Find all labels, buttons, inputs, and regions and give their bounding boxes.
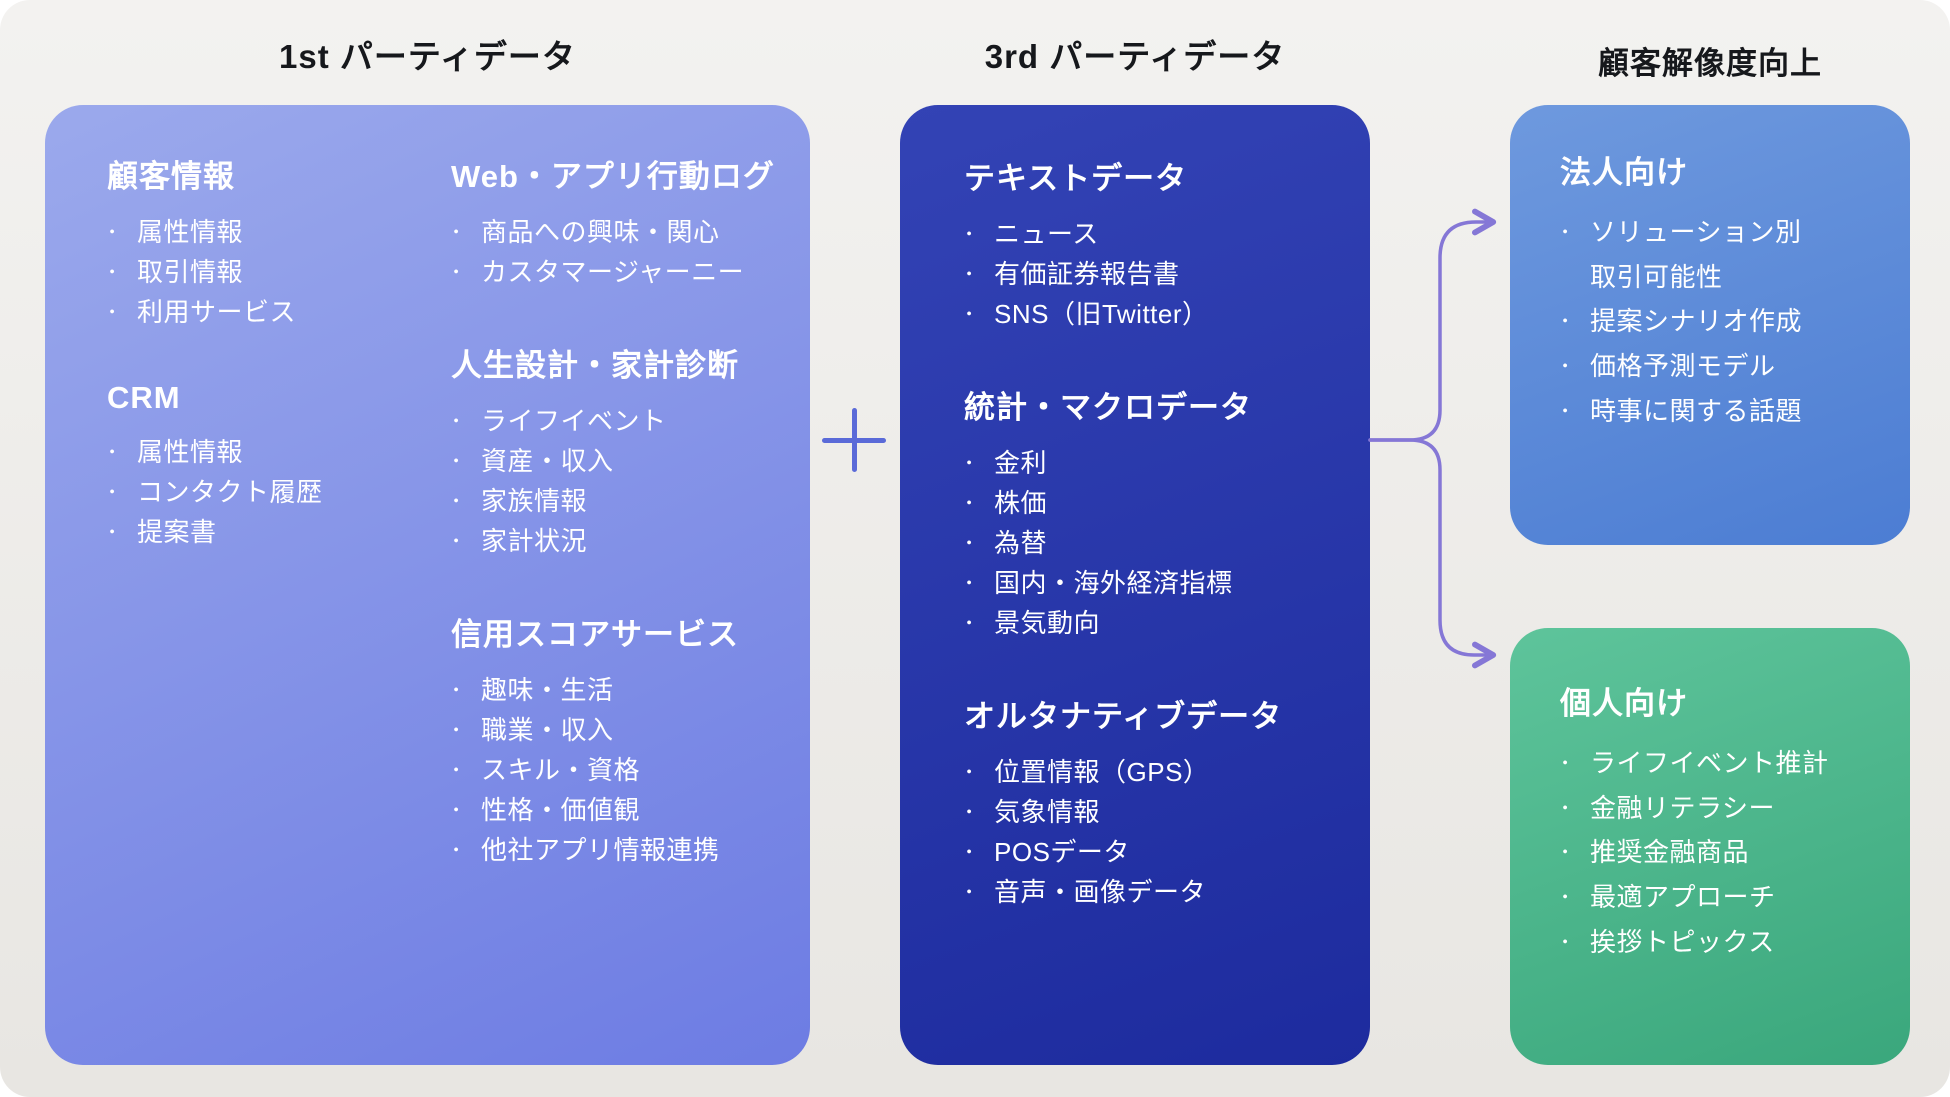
list-item: 趣味・生活 bbox=[451, 670, 776, 710]
list-item: 金融リテラシー bbox=[1560, 786, 1882, 831]
list-item: ライフイベント推計 bbox=[1560, 741, 1882, 786]
list-item: カスタマージャーニー bbox=[451, 252, 776, 292]
list-item: 提案シナリオ作成 bbox=[1560, 299, 1882, 344]
list-item: 音声・画像データ bbox=[964, 872, 1344, 912]
section-items: 金利 株価 為替 国内・海外経済指標 景気動向 bbox=[964, 443, 1344, 643]
section-stats-macro: 統計・マクロデータ 金利 株価 為替 国内・海外経済指標 景気動向 bbox=[964, 382, 1344, 643]
list-item: 位置情報（GPS） bbox=[964, 752, 1344, 792]
section-items: ライフイベント 資産・収入 家族情報 家計状況 bbox=[451, 401, 776, 561]
list-item: 属性情報 bbox=[107, 432, 399, 472]
list-item: 性格・価値観 bbox=[451, 790, 776, 830]
section-items: ソリューション別 取引可能性 提案シナリオ作成 価格予測モデル 時事に関する話題 bbox=[1560, 210, 1882, 434]
section-heading: CRM bbox=[107, 380, 181, 416]
list-item: 提案書 bbox=[107, 512, 399, 552]
section-heading: 信用スコアサービス bbox=[451, 617, 739, 653]
plus-icon bbox=[822, 408, 886, 472]
list-item: 他社アプリ情報連携 bbox=[451, 830, 776, 870]
section-corporate: 法人向け ソリューション別 取引可能性 提案シナリオ作成 価格予測モデル 時事に… bbox=[1560, 147, 1882, 434]
corporate-panel: 法人向け ソリューション別 取引可能性 提案シナリオ作成 価格予測モデル 時事に… bbox=[1510, 105, 1910, 545]
list-item: 価格予測モデル bbox=[1560, 344, 1882, 389]
list-item: 家計状況 bbox=[451, 521, 776, 561]
section-items: ニュース 有価証券報告書 SNS（旧Twitter） bbox=[964, 214, 1344, 334]
section-text-data: テキストデータ ニュース 有価証券報告書 SNS（旧Twitter） bbox=[964, 153, 1344, 334]
plus-vertical-bar bbox=[852, 408, 857, 472]
list-item: ニュース bbox=[964, 214, 1344, 254]
section-heading: オルタナティブデータ bbox=[964, 699, 1283, 735]
third-party-title: 3rd パーティデータ bbox=[984, 38, 1286, 75]
list-item: 景気動向 bbox=[964, 603, 1344, 643]
section-crm: CRM 属性情報 コンタクト履歴 提案書 bbox=[107, 380, 399, 552]
first-party-column-1: 顧客情報 属性情報 取引情報 利用サービス CRM 属性情報 コンタクト履歴 提… bbox=[107, 151, 399, 1065]
section-heading: テキストデータ bbox=[964, 161, 1188, 196]
list-item: 利用サービス bbox=[107, 292, 399, 332]
section-items: 属性情報 取引情報 利用サービス bbox=[107, 212, 399, 332]
list-item: ソリューション別 取引可能性 bbox=[1560, 210, 1882, 299]
list-item: 有価証券報告書 bbox=[964, 254, 1344, 294]
list-item: ライフイベント bbox=[451, 401, 776, 441]
personal-panel: 個人向け ライフイベント推計 金融リテラシー 推奨金融商品 最適アプローチ 挨拶… bbox=[1510, 628, 1910, 1065]
list-item: コンタクト履歴 bbox=[107, 472, 399, 512]
list-item: POSデータ bbox=[964, 832, 1344, 872]
list-item: 株価 bbox=[964, 483, 1344, 523]
arrow-to-personal bbox=[1368, 438, 1497, 669]
outcome-title: 顧客解像度向上 bbox=[1598, 46, 1822, 81]
list-item: 為替 bbox=[964, 523, 1344, 563]
first-party-panel: 顧客情報 属性情報 取引情報 利用サービス CRM 属性情報 コンタクト履歴 提… bbox=[45, 105, 810, 1065]
section-alternative-data: オルタナティブデータ 位置情報（GPS） 気象情報 POSデータ 音声・画像デー… bbox=[964, 691, 1344, 912]
list-item: 取引情報 bbox=[107, 252, 399, 292]
section-items: 位置情報（GPS） 気象情報 POSデータ 音声・画像データ bbox=[964, 752, 1344, 912]
section-credit-score: 信用スコアサービス 趣味・生活 職業・収入 スキル・資格 性格・価値観 他社アプ… bbox=[451, 609, 776, 870]
section-heading: Web・アプリ行動ログ bbox=[451, 159, 775, 194]
section-life-plan: 人生設計・家計診断 ライフイベント 資産・収入 家族情報 家計状況 bbox=[451, 340, 776, 561]
list-item: 属性情報 bbox=[107, 212, 399, 252]
list-item: 時事に関する話題 bbox=[1560, 389, 1882, 434]
third-party-panel: テキストデータ ニュース 有価証券報告書 SNS（旧Twitter） 統計・マク… bbox=[900, 105, 1370, 1065]
list-item: 最適アプローチ bbox=[1560, 875, 1882, 920]
first-party-column-2: Web・アプリ行動ログ 商品への興味・関心 カスタマージャーニー 人生設計・家計… bbox=[451, 151, 776, 1065]
list-item: SNS（旧Twitter） bbox=[964, 294, 1344, 334]
section-items: ライフイベント推計 金融リテラシー 推奨金融商品 最適アプローチ 挨拶トピックス bbox=[1560, 741, 1882, 965]
section-heading: 法人向け bbox=[1560, 155, 1688, 190]
arrow-to-corporate bbox=[1368, 208, 1497, 442]
list-item: 家族情報 bbox=[451, 481, 776, 521]
section-heading: 統計・マクロデータ bbox=[964, 390, 1252, 426]
list-item: 推奨金融商品 bbox=[1560, 830, 1882, 875]
section-heading: 人生設計・家計診断 bbox=[451, 348, 739, 384]
section-heading: 顧客情報 bbox=[107, 159, 235, 194]
list-item: 国内・海外経済指標 bbox=[964, 563, 1344, 603]
section-personal: 個人向け ライフイベント推計 金融リテラシー 推奨金融商品 最適アプローチ 挨拶… bbox=[1560, 678, 1882, 965]
branch-arrows bbox=[1368, 208, 1497, 669]
list-item: スキル・資格 bbox=[451, 750, 776, 790]
section-customer-info: 顧客情報 属性情報 取引情報 利用サービス bbox=[107, 151, 399, 332]
list-item: 資産・収入 bbox=[451, 441, 776, 481]
list-item: 挨拶トピックス bbox=[1560, 920, 1882, 965]
section-items: 趣味・生活 職業・収入 スキル・資格 性格・価値観 他社アプリ情報連携 bbox=[451, 670, 776, 870]
list-item: 職業・収入 bbox=[451, 710, 776, 750]
section-items: 属性情報 コンタクト履歴 提案書 bbox=[107, 432, 399, 552]
list-item: 商品への興味・関心 bbox=[451, 212, 776, 252]
section-items: 商品への興味・関心 カスタマージャーニー bbox=[451, 212, 776, 292]
list-item: 金利 bbox=[964, 443, 1344, 483]
list-item: 気象情報 bbox=[964, 792, 1344, 832]
section-web-app-log: Web・アプリ行動ログ 商品への興味・関心 カスタマージャーニー bbox=[451, 151, 776, 292]
section-heading: 個人向け bbox=[1560, 686, 1688, 721]
first-party-title: 1st パーティデータ bbox=[279, 38, 576, 75]
